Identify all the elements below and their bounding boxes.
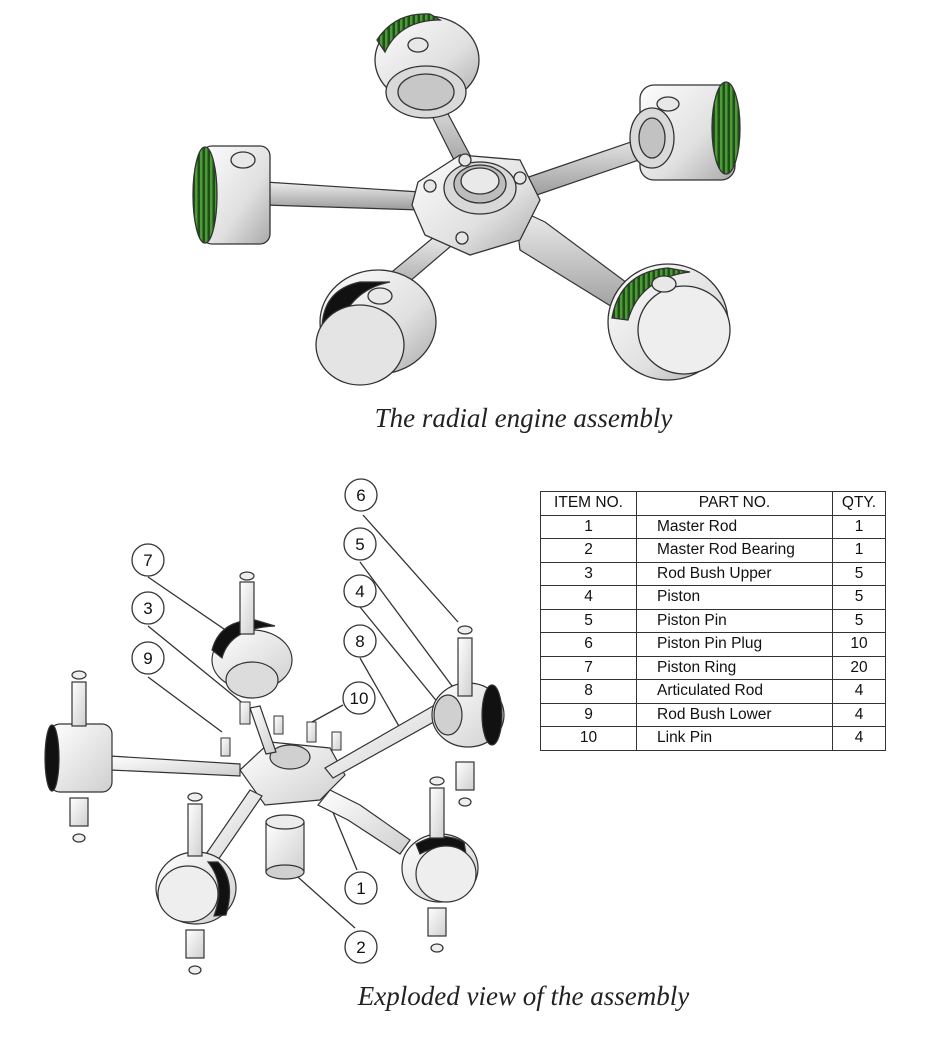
bom-item-no: 2	[540, 538, 637, 563]
bom-part-no: Master Rod Bearing	[636, 538, 833, 563]
bom-item-no: 3	[540, 561, 637, 586]
small-pins	[220, 701, 342, 757]
balloon-8: 8	[343, 624, 377, 658]
bom-part-no: Piston Pin Plug	[636, 632, 833, 657]
leader-lines	[147, 514, 459, 929]
bom-part-no: Piston	[636, 585, 833, 610]
bom-header-part-no: PART NO.	[636, 491, 833, 516]
connecting-rods	[264, 83, 669, 319]
svg-text:2: 2	[356, 938, 365, 957]
bom-item-no: 10	[540, 726, 637, 751]
svg-text:1: 1	[356, 879, 365, 898]
bom-item-no: 7	[540, 655, 637, 680]
bom-qty: 20	[832, 655, 886, 680]
bom-qty: 1	[832, 514, 886, 539]
bom-part-no: Master Rod	[636, 514, 833, 539]
bom-item-no: 5	[540, 608, 637, 633]
lower-left-piston	[315, 269, 437, 386]
bom-item-no: 8	[540, 679, 637, 704]
left-piston	[192, 145, 271, 245]
bom-qty: 4	[832, 702, 886, 727]
balloon-1: 1	[344, 871, 378, 905]
bom-qty: 5	[832, 608, 886, 633]
exploded-view-illustration: 1 2 3 4 5 6 7 8 9 10	[44, 478, 505, 975]
left-articulated-rod	[264, 181, 421, 211]
exploded-master-rod	[239, 741, 411, 855]
exploded-lower-right-piston	[401, 776, 479, 953]
bom-item-no: 9	[540, 702, 637, 727]
svg-text:9: 9	[143, 649, 152, 668]
master-rod-bearing	[265, 814, 305, 880]
bom-header-row: ITEM NO. PART NO. QTY.	[540, 491, 886, 516]
balloon-3: 3	[131, 591, 165, 625]
svg-text:3: 3	[143, 599, 152, 618]
exploded-view-caption: Exploded view of the assembly	[357, 981, 690, 1011]
bom-qty: 5	[832, 585, 886, 610]
balloon-2: 2	[344, 930, 378, 964]
radial-engine-assembly-illustration	[192, 13, 741, 386]
assembly-caption: The radial engine assembly	[374, 403, 673, 433]
bom-item-no: 4	[540, 585, 637, 610]
bom-item-no: 6	[540, 632, 637, 657]
balloon-9: 9	[131, 641, 165, 675]
svg-text:7: 7	[143, 551, 152, 570]
bom-item-no: 1	[540, 514, 637, 539]
bom-qty: 4	[832, 679, 886, 704]
bom-header-qty: QTY.	[832, 491, 886, 516]
balloon-4: 4	[343, 574, 377, 608]
master-rod-hub	[411, 153, 541, 256]
svg-text:6: 6	[356, 486, 365, 505]
balloon-5: 5	[343, 527, 377, 561]
balloon-7: 7	[131, 543, 165, 577]
bom-part-no: Rod Bush Upper	[636, 561, 833, 586]
exploded-top-piston	[211, 571, 293, 699]
bom-qty: 5	[832, 561, 886, 586]
exploded-lower-left-piston	[155, 792, 237, 975]
balloon-6: 6	[344, 478, 378, 512]
bom-qty: 1	[832, 538, 886, 563]
exploded-left-piston	[44, 670, 113, 843]
bom-qty: 10	[832, 632, 886, 657]
bom-part-no: Piston Pin	[636, 608, 833, 633]
bom-header-item-no: ITEM NO.	[540, 491, 637, 516]
svg-text:4: 4	[355, 582, 364, 601]
bom-part-no: Link Pin	[636, 726, 833, 751]
svg-text:8: 8	[355, 632, 364, 651]
lower-right-piston	[607, 263, 731, 381]
balloon-10: 10	[342, 681, 376, 715]
svg-text:10: 10	[350, 689, 369, 708]
bom-part-no: Rod Bush Lower	[636, 702, 833, 727]
right-piston	[629, 81, 741, 181]
top-piston	[374, 13, 480, 119]
bom-part-no: Piston Ring	[636, 655, 833, 680]
exploded-right-piston	[431, 625, 505, 807]
bom-part-no: Articulated Rod	[636, 679, 833, 704]
svg-text:5: 5	[355, 535, 364, 554]
bom-qty: 4	[832, 726, 886, 751]
